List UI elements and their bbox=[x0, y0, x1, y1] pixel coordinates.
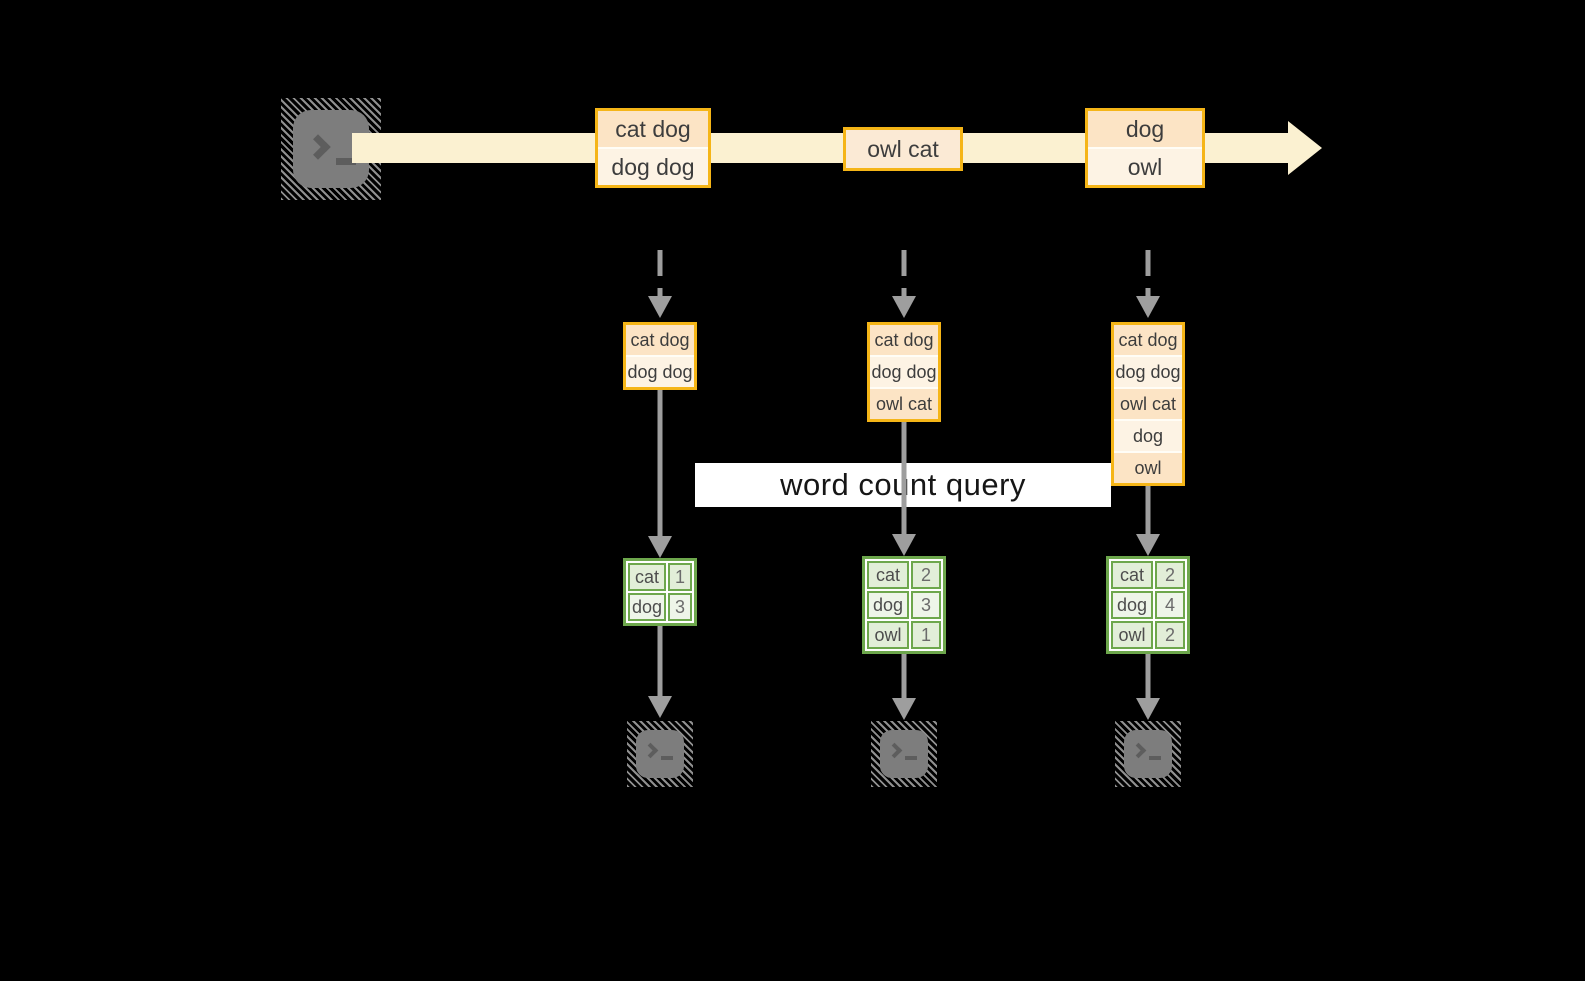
count-cell: 3 bbox=[911, 591, 941, 619]
state-box-1: cat dog dog dog bbox=[623, 322, 697, 390]
count-table-3: cat 2 dog 4 owl 2 bbox=[1106, 556, 1190, 654]
count-row: dog 3 bbox=[628, 593, 692, 621]
count-row: dog 4 bbox=[1111, 591, 1185, 619]
sink-terminal-icon bbox=[1115, 721, 1181, 787]
word-cell: dog bbox=[867, 591, 909, 619]
arrowhead-icon bbox=[648, 296, 672, 318]
arrowhead-icon bbox=[1136, 698, 1160, 720]
prompt-underscore-icon bbox=[905, 756, 917, 760]
count-row: dog 3 bbox=[867, 591, 941, 619]
count-cell: 4 bbox=[1155, 591, 1185, 619]
arrowhead-icon bbox=[892, 534, 916, 556]
state-box-3: cat dog dog dog owl cat dog owl bbox=[1111, 322, 1185, 486]
state-row: dog dog bbox=[870, 355, 938, 387]
prompt-underscore-icon bbox=[1149, 756, 1161, 760]
state-row: owl cat bbox=[1114, 387, 1182, 419]
count-row: owl 1 bbox=[867, 621, 941, 649]
arrowhead-icon bbox=[892, 296, 916, 318]
arrowhead-icon bbox=[648, 696, 672, 718]
arrowhead-icon bbox=[892, 698, 916, 720]
arrowhead-icon bbox=[1136, 534, 1160, 556]
count-cell: 2 bbox=[1155, 621, 1185, 649]
prompt-underscore-icon bbox=[661, 756, 673, 760]
count-table-1: cat 1 dog 3 bbox=[623, 558, 697, 626]
word-cell: dog bbox=[628, 593, 666, 621]
count-row: cat 2 bbox=[867, 561, 941, 589]
count-cell: 3 bbox=[668, 593, 692, 621]
word-cell: cat bbox=[628, 563, 666, 591]
state-row: dog dog bbox=[1114, 355, 1182, 387]
state-row: dog bbox=[1114, 419, 1182, 451]
arrowhead-icon bbox=[648, 536, 672, 558]
event-box-2: owl cat bbox=[843, 127, 963, 171]
word-cell: dog bbox=[1111, 591, 1153, 619]
count-row: owl 2 bbox=[1111, 621, 1185, 649]
count-cell: 2 bbox=[1155, 561, 1185, 589]
state-row: dog dog bbox=[626, 355, 694, 387]
terminal-screen bbox=[1124, 730, 1172, 778]
terminal-screen bbox=[880, 730, 928, 778]
event-row: owl bbox=[1088, 147, 1202, 185]
count-cell: 2 bbox=[911, 561, 941, 589]
state-row: cat dog bbox=[626, 325, 694, 355]
count-table-2: cat 2 dog 3 owl 1 bbox=[862, 556, 946, 654]
state-row: cat dog bbox=[870, 325, 938, 355]
state-row: owl bbox=[1114, 451, 1182, 483]
prompt-underscore-icon bbox=[336, 158, 356, 165]
state-row: owl cat bbox=[870, 387, 938, 419]
count-cell: 1 bbox=[911, 621, 941, 649]
count-row: cat 1 bbox=[628, 563, 692, 591]
word-cell: owl bbox=[1111, 621, 1153, 649]
state-row: cat dog bbox=[1114, 325, 1182, 355]
word-cell: cat bbox=[1111, 561, 1153, 589]
sink-terminal-icon bbox=[871, 721, 937, 787]
sink-terminal-icon bbox=[627, 721, 693, 787]
state-box-2: cat dog dog dog owl cat bbox=[867, 322, 941, 422]
word-cell: cat bbox=[867, 561, 909, 589]
event-row: owl cat bbox=[846, 130, 960, 168]
terminal-screen bbox=[636, 730, 684, 778]
count-row: cat 2 bbox=[1111, 561, 1185, 589]
stream-arrowhead-icon bbox=[1288, 121, 1322, 175]
word-cell: owl bbox=[867, 621, 909, 649]
event-row: dog bbox=[1088, 111, 1202, 147]
event-row: dog dog bbox=[598, 147, 708, 185]
event-box-3: dog owl bbox=[1085, 108, 1205, 188]
count-cell: 1 bbox=[668, 563, 692, 591]
event-row: cat dog bbox=[598, 111, 708, 147]
event-box-1: cat dog dog dog bbox=[595, 108, 711, 188]
arrowhead-icon bbox=[1136, 296, 1160, 318]
